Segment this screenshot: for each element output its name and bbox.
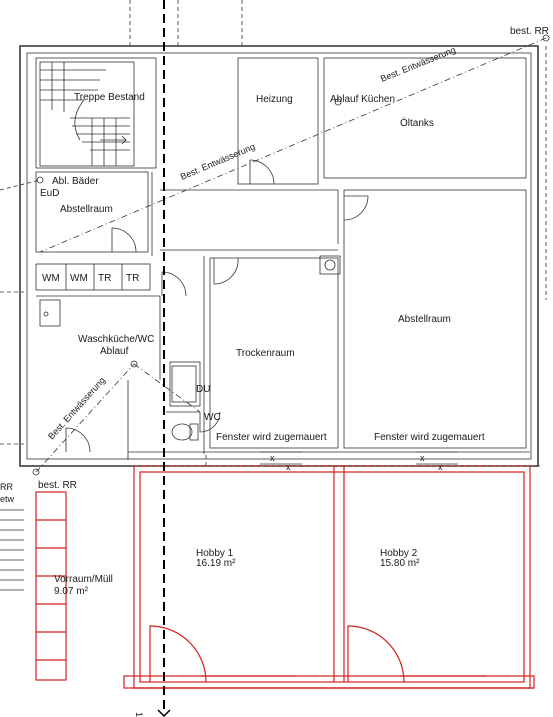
new-construction xyxy=(123,465,535,689)
label-best-rr-top: best. RR xyxy=(510,26,549,37)
interior-walls xyxy=(35,57,530,460)
section-axis: 1 xyxy=(134,0,171,717)
label-abstellraum-left: Abstellraum xyxy=(60,204,113,215)
label-fenster-2: Fenster wird zugemauert xyxy=(374,432,485,443)
stair xyxy=(39,61,135,167)
label-etw-edge: etw xyxy=(0,494,15,504)
label-eud: EuD xyxy=(40,188,59,199)
label-rr-edge: RR xyxy=(0,482,13,492)
label-hobby1: Hobby 1 xyxy=(196,548,234,559)
label-abstellraum-right: Abstellraum xyxy=(398,314,451,325)
label-abl-baeder: Abl. Bäder xyxy=(52,176,99,187)
appliance-wm-2: WM xyxy=(70,273,88,284)
label-best-rr-left: best. RR xyxy=(38,480,77,491)
drainage-lines xyxy=(0,0,550,476)
label-treppe: Treppe Bestand xyxy=(74,92,145,103)
section-mark: 1 xyxy=(134,712,144,717)
window-marks: x x x x xyxy=(260,451,458,472)
label-hobby1-area: 16.19 m² xyxy=(196,558,236,569)
label-ablauf: Ablauf xyxy=(100,346,129,357)
vorraum-steps xyxy=(0,491,67,681)
room-labels: Treppe Bestand Heizung Ablauf Küchen Ölt… xyxy=(40,92,485,597)
svg-text:x: x xyxy=(420,453,425,463)
svg-text:x: x xyxy=(286,462,291,472)
svg-text:x: x xyxy=(438,462,443,472)
label-entwaesserung-1: Best. Entwässerung xyxy=(379,45,457,84)
label-hobby2-area: 15.80 m² xyxy=(380,558,420,569)
laundry-appliances: WM WM TR TR xyxy=(42,264,139,290)
label-hobby2: Hobby 2 xyxy=(380,548,418,559)
label-heizung: Heizung xyxy=(256,94,293,105)
label-ablauf-kuechen: Ablauf Küchen xyxy=(330,94,395,105)
door-swings xyxy=(65,159,369,453)
exterior-walls xyxy=(19,45,539,467)
label-entwaesserung-2: Best. Entwässerung xyxy=(179,141,257,181)
label-wc: WC xyxy=(204,412,221,423)
label-entwaesserung-3: Best. Entwässerung xyxy=(46,375,107,441)
fixtures xyxy=(39,299,199,441)
appliance-wm-1: WM xyxy=(42,273,60,284)
label-fenster-1: Fenster wird zugemauert xyxy=(216,432,327,443)
label-vorraum: Vorraum/Müll xyxy=(54,574,113,585)
label-waschkueche: Waschküche/WC xyxy=(78,334,154,345)
svg-text:x: x xyxy=(270,453,275,463)
appliance-tr-2: TR xyxy=(126,273,139,284)
label-vorraum-area: 9.07 m² xyxy=(54,586,89,597)
appliance-tr-1: TR xyxy=(98,273,111,284)
label-oeltanks: Öltanks xyxy=(400,117,434,129)
label-trockenraum: Trockenraum xyxy=(236,348,295,359)
label-du: DU xyxy=(196,384,210,395)
